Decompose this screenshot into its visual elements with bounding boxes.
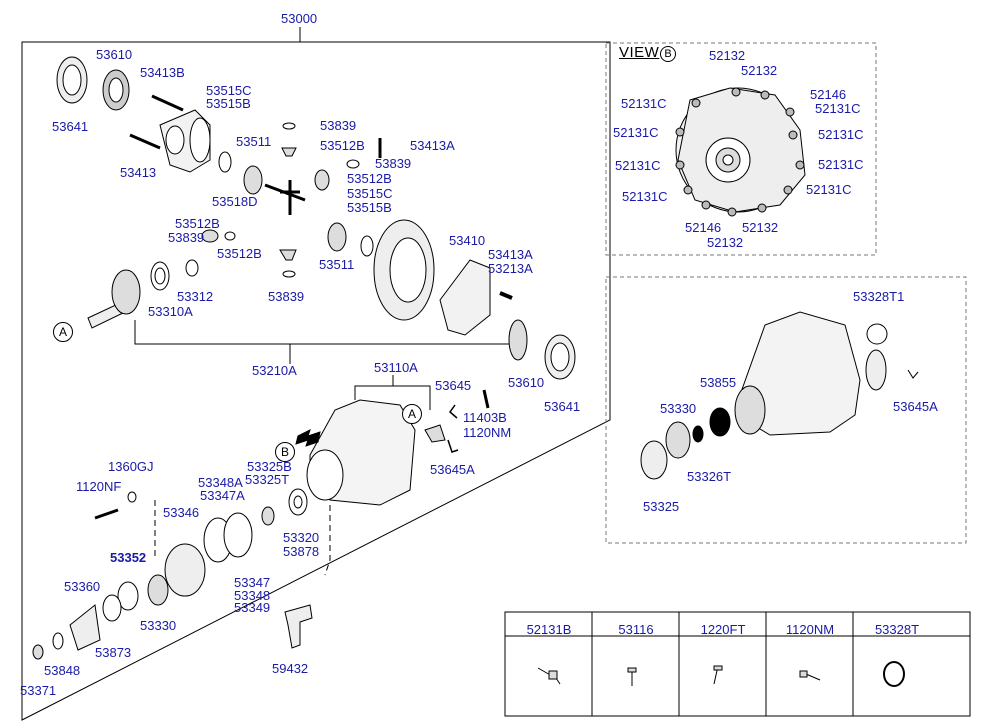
part-label: 53512B [320, 138, 365, 153]
part-label: 53347 [234, 575, 271, 590]
part-label: 53515C [347, 186, 393, 201]
part-label: 52146 [810, 87, 847, 102]
part-label: 53410 [449, 233, 486, 248]
part-label: 53210A [252, 363, 297, 378]
part-label: 53349 [234, 600, 271, 615]
part-label: 53413A [410, 138, 455, 153]
marker-b: B [275, 442, 295, 462]
part-label: 53512B [217, 246, 262, 261]
part-label: 53328T1 [853, 289, 905, 304]
part-label: 52131C [621, 96, 667, 111]
table-header: 53116 [618, 622, 654, 637]
part-label: 53839 [375, 156, 412, 171]
part-label: 53312 [177, 289, 214, 304]
part-label: 53641 [52, 119, 89, 134]
part-label: 53518D [212, 194, 258, 209]
part-label: 53348A [198, 475, 243, 490]
part-label: 53413 [120, 165, 157, 180]
part-label: 53610 [96, 47, 133, 62]
table-header: 52131B [526, 622, 572, 637]
oring-53328t-icon [883, 661, 905, 687]
part-label: 52132 [709, 48, 746, 63]
part-label: 53413A [488, 247, 533, 262]
part-label: 52132 [707, 235, 744, 250]
marker-a: A [53, 322, 73, 342]
part-label: 52146 [685, 220, 722, 235]
part-label: 53512B [347, 171, 392, 186]
view-b-frame [605, 42, 877, 256]
assembly-number: 53000 [281, 11, 318, 26]
part-label: 53515B [347, 200, 392, 215]
part-label: 53325 [643, 499, 680, 514]
part-label: 53515C [206, 83, 252, 98]
part-label: 53515B [206, 96, 251, 111]
table-header: 53328T [874, 622, 920, 637]
part-label: 52132 [741, 63, 778, 78]
part-label: 52131C [622, 189, 668, 204]
bolt-1120nm-icon [805, 673, 821, 681]
part-label: 52131C [806, 182, 852, 197]
part-label: 11403B [463, 410, 507, 425]
part-label: 53873 [95, 645, 132, 660]
part-label: 53413B [140, 65, 185, 80]
part-label: 52131C [818, 157, 864, 172]
part-label: 53330 [140, 618, 177, 633]
part-label: 52131C [613, 125, 659, 140]
part-label: 53645A [430, 462, 475, 477]
marker-a: A [402, 404, 422, 424]
part-label: 53511 [319, 257, 355, 272]
part-label: 1120NM [463, 425, 512, 440]
part-label: 53110A [374, 360, 418, 375]
part-label: 53326T [687, 469, 732, 484]
part-label: 53310A [148, 304, 193, 319]
part-label: 53848 [44, 663, 81, 678]
part-label: 53610 [508, 375, 545, 390]
part-label: 52131C [818, 127, 864, 142]
part-label: 53325T [245, 472, 290, 487]
part-label: 53878 [283, 544, 320, 559]
part-label: 53645 [435, 378, 472, 393]
part-label: 1120NF [76, 479, 122, 494]
part-label: 53330 [660, 401, 697, 416]
part-label: 53839 [268, 289, 305, 304]
part-label: 53347A [200, 488, 245, 503]
part-label: 53511 [236, 134, 272, 149]
part-label: 53371 [20, 683, 57, 698]
part-label: 53839 [320, 118, 357, 133]
part-label: 53346 [163, 505, 200, 520]
part-label: 53352 [110, 550, 147, 565]
assembly-frame [21, 41, 611, 721]
part-label: 53645A [893, 399, 938, 414]
part-label: 53325B [247, 459, 292, 474]
part-label: 53855 [700, 375, 737, 390]
part-label: 53348 [234, 588, 271, 603]
parts-table [504, 611, 971, 717]
part-label: 53512B [175, 216, 220, 231]
part-label: 52132 [742, 220, 779, 235]
part-label: 52131C [815, 101, 861, 116]
table-header: 1120NM [785, 622, 835, 637]
view-marker: B [660, 46, 677, 62]
part-label: 53839 [168, 230, 205, 245]
table-header: 1220FT [700, 622, 746, 637]
part-label: 52131C [615, 158, 661, 173]
part-label: 53641 [544, 399, 581, 414]
part-label: 53320 [283, 530, 320, 545]
housing-frame [605, 276, 967, 544]
part-label: 53360 [64, 579, 101, 594]
part-label: 53213A [488, 261, 533, 276]
part-label: 1360GJ [108, 459, 154, 474]
part-label: 59432 [272, 661, 309, 676]
